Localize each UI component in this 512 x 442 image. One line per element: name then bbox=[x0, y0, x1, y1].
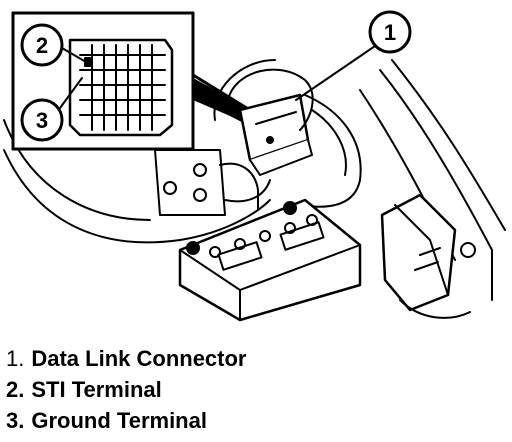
legend-item-label: Ground Terminal bbox=[31, 408, 207, 433]
firewall-line bbox=[391, 59, 506, 231]
data-link-connector-body bbox=[238, 93, 313, 176]
callout-2-number: 2 bbox=[36, 33, 48, 58]
legend-item-3: 3.Ground Terminal bbox=[6, 405, 247, 436]
callout-1-number: 1 bbox=[384, 20, 396, 45]
legend-item-number: 2. bbox=[6, 377, 25, 402]
callout-3: 3 bbox=[20, 98, 64, 142]
callout-3-leader bbox=[59, 77, 83, 109]
hose-right bbox=[299, 94, 362, 208]
inset-pointer-fill bbox=[193, 78, 248, 122]
callout-2: 2 bbox=[20, 23, 64, 67]
legend-item-number: 1. bbox=[6, 346, 25, 371]
connector-face bbox=[68, 38, 174, 137]
callout-2-leader bbox=[61, 47, 87, 63]
legend-item-label: Data Link Connector bbox=[31, 346, 247, 371]
callout-1: 1 bbox=[368, 10, 412, 54]
legend-item-1: 1.Data Link Connector bbox=[6, 343, 247, 374]
mounting-bracket bbox=[154, 149, 271, 216]
callout-1-leader bbox=[295, 43, 379, 101]
fuse-box bbox=[380, 193, 476, 319]
legend-item-label: STI Terminal bbox=[31, 377, 162, 402]
legend-item-number: 3. bbox=[6, 408, 25, 433]
fender-arch bbox=[3, 149, 271, 244]
legend-list: 1.Data Link Connector 2.STI Terminal 3.G… bbox=[6, 343, 247, 436]
battery bbox=[178, 198, 362, 322]
harness-loop bbox=[227, 68, 314, 131]
engine-bay-diagram: 1 2 3 bbox=[3, 10, 506, 322]
callout-3-number: 3 bbox=[36, 108, 48, 133]
hood-edge bbox=[379, 69, 493, 301]
legend-item-2: 2.STI Terminal bbox=[6, 374, 247, 405]
harness-loop-2 bbox=[213, 59, 276, 121]
hose-right-2 bbox=[311, 109, 347, 176]
